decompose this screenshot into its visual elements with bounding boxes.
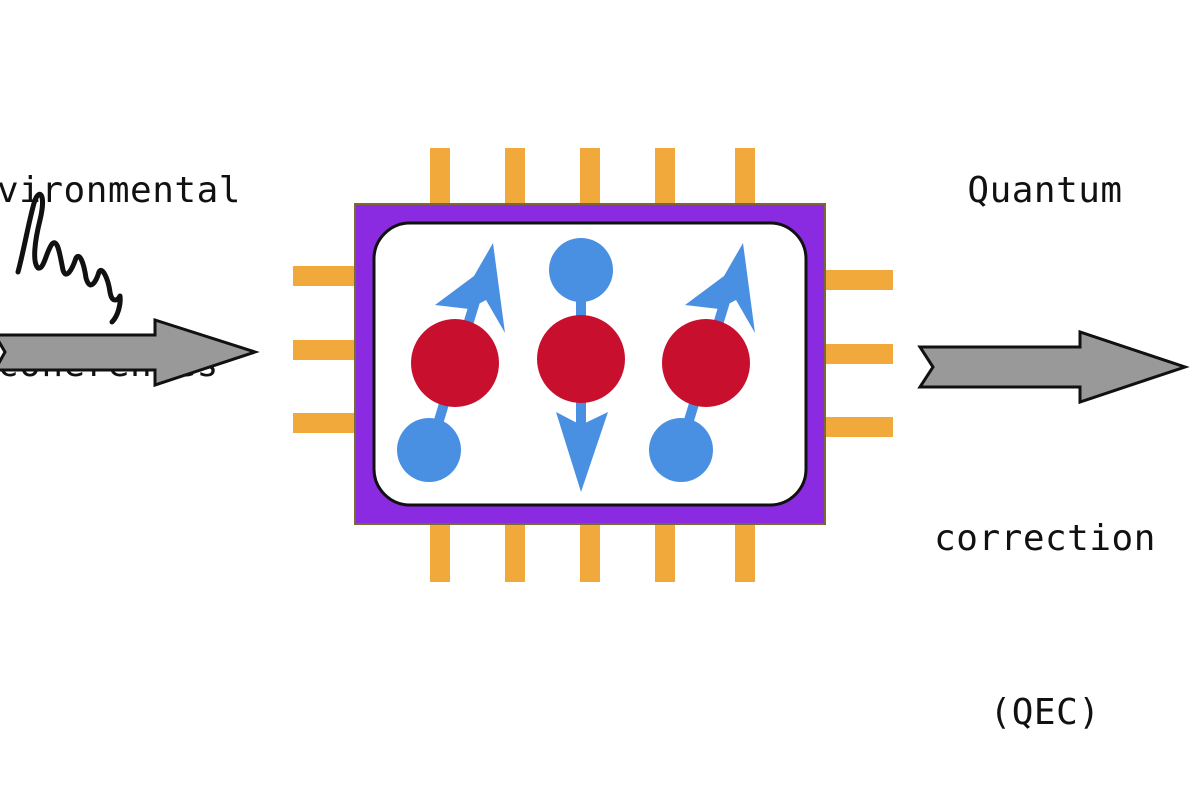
left-label-line-1: vironmental bbox=[0, 170, 241, 211]
qubit-2-core bbox=[537, 315, 625, 403]
qubit-1 bbox=[397, 243, 505, 482]
right-label-line-4: (QEC) bbox=[989, 692, 1101, 733]
qubit-2-spin-ball bbox=[549, 238, 613, 302]
qubit-1-spin-ball bbox=[397, 418, 461, 482]
output-flow-arrow bbox=[917, 329, 1190, 405]
qubit-3 bbox=[649, 243, 755, 482]
noise-squiggle-icon bbox=[15, 191, 123, 325]
qubit-3-spin-ball bbox=[649, 418, 713, 482]
chip-pins-left bbox=[293, 266, 355, 433]
qubit-3-core bbox=[662, 319, 750, 407]
chip-pins-right bbox=[825, 270, 893, 437]
input-flow-arrow bbox=[0, 317, 260, 388]
right-label-line-1: Quantum bbox=[967, 170, 1123, 211]
chip-pins-top bbox=[430, 148, 755, 206]
qubit-2 bbox=[537, 238, 625, 492]
right-label-line-3: correction bbox=[934, 518, 1156, 559]
spin-arrowhead-1 bbox=[435, 243, 505, 333]
chip-pins-bottom bbox=[430, 522, 755, 582]
qec-diagram bbox=[0, 148, 1190, 582]
qubit-1-core bbox=[411, 319, 499, 407]
spin-arrowhead-3 bbox=[685, 243, 755, 333]
spin-arrowhead-2 bbox=[556, 412, 608, 492]
